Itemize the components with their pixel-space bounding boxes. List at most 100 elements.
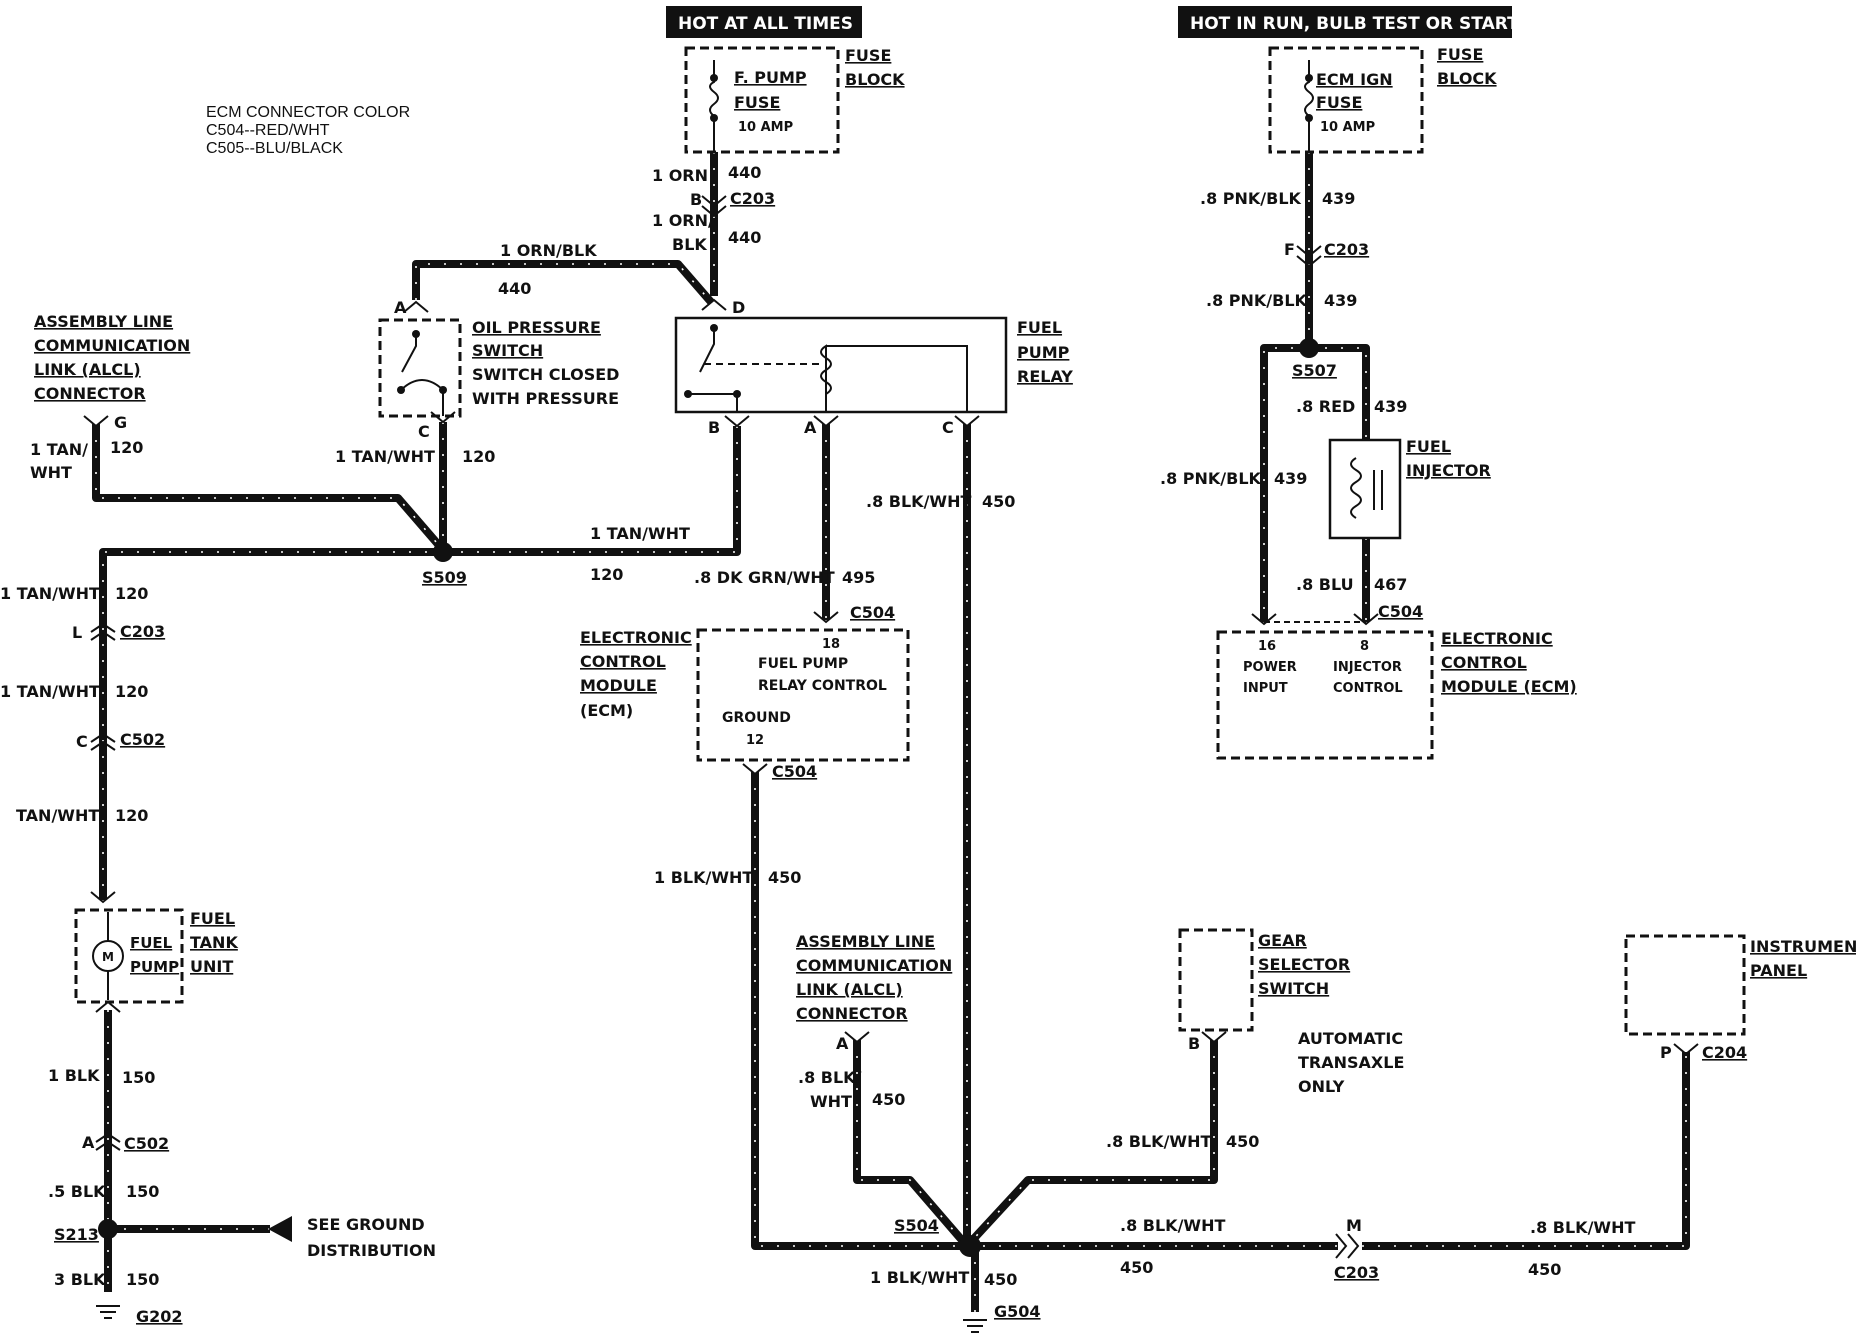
w467-num: 467: [1374, 575, 1407, 594]
splice-s504-label: S504: [894, 1216, 939, 1235]
c502-a-name: C502: [124, 1134, 169, 1153]
c504-r-name: C504: [1378, 602, 1423, 621]
oil-switch-line3: SWITCH CLOSED: [472, 365, 619, 384]
ground-symbols: [96, 1305, 987, 1333]
w439-red-num: 439: [1374, 397, 1407, 416]
c502-c-pin: C: [76, 732, 88, 751]
ecm-color-note: ECM CONNECTOR COLOR C504--RED/WHT C505--…: [206, 104, 410, 157]
relay-line1: FUEL: [1017, 318, 1062, 337]
auto-only-line3: ONLY: [1298, 1077, 1345, 1096]
w150-3-num: 150: [126, 1270, 159, 1289]
fuel-pump-line1: FUEL: [130, 934, 173, 952]
hz2-color: .8 BLK/WHT: [1530, 1218, 1635, 1237]
w450-relay-num: 450: [982, 492, 1015, 511]
header-hot-all-times-label: HOT AT ALL TIMES: [678, 14, 853, 34]
header-hot-run: [1178, 6, 1512, 38]
ground-g504-icon: [963, 1319, 987, 1333]
oil-switch-line1: OIL PRESSURE: [472, 318, 601, 337]
ecm-left-pin18: 18: [822, 637, 840, 652]
fuel-pump-line2: PUMP: [130, 958, 179, 976]
ecm-left-fp2: RELAY CONTROL: [758, 678, 887, 694]
header-hot-all-times: [666, 6, 862, 38]
gnd-wire-color: 1 BLK/WHT: [870, 1268, 969, 1287]
ecm-left-line1: ELECTRONIC: [580, 628, 692, 647]
gear-line2: SELECTOR: [1258, 955, 1350, 974]
c203-b-pin: B: [690, 190, 702, 209]
ecm-left-line4: (ECM): [580, 701, 633, 720]
ecm-fuse-block1: FUSE: [1437, 45, 1483, 64]
ecm-left-fp1: FUEL PUMP: [758, 656, 848, 672]
ecm-left-pin12: 12: [746, 733, 764, 748]
w120-l2-color: 1 TAN/WHT: [0, 682, 100, 701]
w150-2-color: .5 BLK: [48, 1182, 106, 1201]
ip-line2: PANEL: [1750, 961, 1807, 980]
w120-ops-color: 1 TAN/WHT: [335, 447, 435, 466]
splice-s507: [1299, 338, 1319, 358]
power-headers: HOT AT ALL TIMES HOT IN RUN, BULB TEST O…: [666, 6, 1519, 38]
fuel-tank-unit: M FUEL PUMP FUEL TANK UNIT: [74, 908, 238, 1004]
see-ground-line2: DISTRIBUTION: [307, 1241, 436, 1260]
relay-pin-c: C: [942, 418, 954, 437]
see-ground-distribution: SEE GROUND DISTRIBUTION: [268, 1215, 436, 1260]
alcl-color2: WHT: [30, 463, 72, 482]
wire-labels: 1 ORN 440 B C203 1 ORN/ BLK 440 1 ORN/BL…: [0, 163, 1747, 1326]
w450-ecm-num: 450: [768, 868, 801, 887]
auto-only-line2: TRANSAXLE: [1298, 1053, 1404, 1072]
splice-s509: [433, 542, 453, 562]
ip-c204-name: C204: [1702, 1043, 1747, 1062]
splice-s213: [98, 1219, 118, 1239]
alcl-connector-left: ASSEMBLY LINE COMMUNICATION LINK (ALCL) …: [34, 312, 190, 403]
alcl2-color1: .8 BLK/: [798, 1068, 862, 1087]
fp-fuse-block2: BLOCK: [845, 70, 905, 89]
w120-ops-num: 120: [462, 447, 495, 466]
gear-selector-switch: GEAR SELECTOR SWITCH AUTOMATIC TRANSAXLE…: [1178, 928, 1404, 1096]
c203-l-name: C203: [120, 622, 165, 641]
ecm-fuse-block2: BLOCK: [1437, 69, 1497, 88]
ecm-color-c504: C504--RED/WHT: [206, 122, 330, 139]
c504-18-name: C504: [850, 603, 895, 622]
ip-pin-p: P: [1660, 1043, 1672, 1062]
w439-red-color: .8 RED: [1296, 397, 1355, 416]
relay-line2: PUMP: [1017, 343, 1070, 362]
c203-f-name: C203: [1324, 240, 1369, 259]
ecm-color-c505: C505--BLU/BLACK: [206, 140, 343, 157]
w150-1-color: 1 BLK: [48, 1066, 100, 1085]
c203-m-name: C203: [1334, 1263, 1379, 1282]
header-hot-run-label: HOT IN RUN, BULB TEST OR START: [1190, 14, 1519, 34]
hz1-color: .8 BLK/WHT: [1120, 1216, 1225, 1235]
splice-s507-label: S507: [1292, 361, 1337, 380]
ops-pin-c: C: [418, 422, 430, 441]
ecm-right-inj1: INJECTOR: [1333, 660, 1402, 675]
fuel-pump-relay: FUEL PUMP RELAY: [674, 316, 1073, 414]
relay-pin-b: B: [708, 418, 720, 437]
splice-s213-label: S213: [54, 1225, 99, 1244]
injector-line1: FUEL: [1406, 437, 1451, 456]
relay-line3: RELAY: [1017, 367, 1073, 386]
alcl-pin-g: G: [114, 413, 127, 432]
ground-arrow-icon: [268, 1216, 292, 1242]
gear-wire-color: .8 BLK/WHT: [1106, 1132, 1211, 1151]
w439-1-color: .8 PNK/BLK: [1200, 189, 1302, 208]
w440-top-num: 440: [728, 163, 761, 182]
ecm-right-line1: ELECTRONIC: [1441, 629, 1553, 648]
w439-1-num: 439: [1322, 189, 1355, 208]
alcl-color1: 1 TAN/: [30, 440, 88, 459]
w440-horz-num: 440: [498, 279, 531, 298]
fuel-tank-line2: TANK: [190, 933, 238, 952]
ecm-right-power1: POWER: [1243, 660, 1297, 675]
ecm-color-title: ECM CONNECTOR COLOR: [206, 104, 410, 121]
w439-left-num: 439: [1274, 469, 1307, 488]
ecm-left-line3: MODULE: [580, 676, 657, 695]
relay-pin-d: D: [732, 298, 745, 317]
ecm-left-ground: GROUND: [722, 710, 791, 726]
ground-g202-icon: [96, 1305, 120, 1319]
alcl-connector-bottom: ASSEMBLY LINE COMMUNICATION LINK (ALCL) …: [796, 932, 952, 1023]
w120-l3-color: TAN/WHT: [16, 806, 99, 825]
w120-l3-num: 120: [115, 806, 148, 825]
ecm-right-power2: INPUT: [1243, 681, 1288, 696]
gear-pin-b: B: [1188, 1034, 1200, 1053]
w439-left-color: .8 PNK/BLK: [1160, 469, 1262, 488]
gear-wire-num: 450: [1226, 1132, 1259, 1151]
w150-1-num: 150: [122, 1068, 155, 1087]
